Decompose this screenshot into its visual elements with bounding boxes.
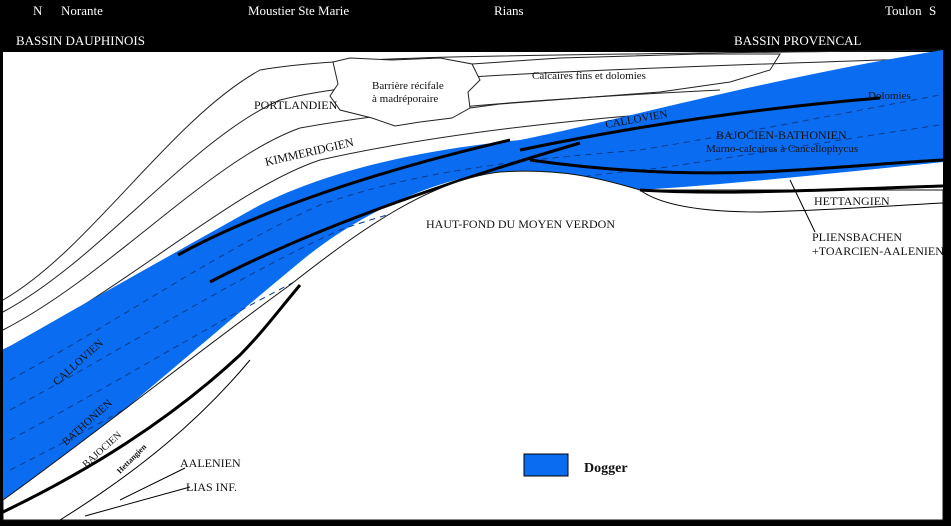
basin-provencal-label: BASSIN PROVENCAL	[734, 33, 862, 48]
calcaires-label: Calcaires fins et dolomies	[532, 70, 646, 82]
north-label: N	[33, 3, 43, 18]
barriere-line1: Barrière récifale	[372, 80, 444, 92]
bajocien-bathonien-label: BAJOCIEN-BATHONIEN	[716, 128, 847, 142]
dogger-legend-swatch	[523, 453, 569, 477]
calcaires-boundary	[469, 53, 781, 109]
marno-calcaires-label: Marno-calcaires à Cancellophycus	[706, 143, 858, 155]
left-basement-lines	[2, 284, 302, 521]
toulon-label: Toulon	[885, 3, 922, 18]
dolomies-label: Dolomies	[868, 90, 911, 102]
hettangien-label: HETTANGIEN	[814, 194, 890, 208]
rians-label: Rians	[494, 3, 524, 18]
pliensbachen-line2: +TOARCIEN-AALENIEN	[812, 244, 944, 258]
norante-label: Norante	[61, 3, 103, 18]
moustier-label: Moustier Ste Marie	[248, 3, 350, 18]
portlandien-label: PORTLANDIEN	[254, 98, 338, 112]
basin-dauphinois-label: BASSIN DAUPHINOIS	[16, 33, 145, 48]
south-label: S	[929, 3, 937, 18]
reef-barrier	[329, 57, 481, 127]
pliensbachen-line1: PLIENSBACHEN	[812, 230, 902, 244]
dogger-body	[3, 50, 943, 500]
right-lower-strata	[529, 158, 944, 213]
basement-area	[2, 170, 944, 521]
dogger-legend-label: Dogger	[584, 461, 628, 476]
aalenien-label: AALENIEN	[180, 456, 241, 470]
leader-lines	[84, 179, 816, 517]
haut-fond-label: HAUT-FOND DU MOYEN VERDON	[426, 217, 615, 231]
barriere-line2: à madréporaire	[372, 93, 438, 105]
lias-label: LIAS INF.	[186, 480, 237, 494]
